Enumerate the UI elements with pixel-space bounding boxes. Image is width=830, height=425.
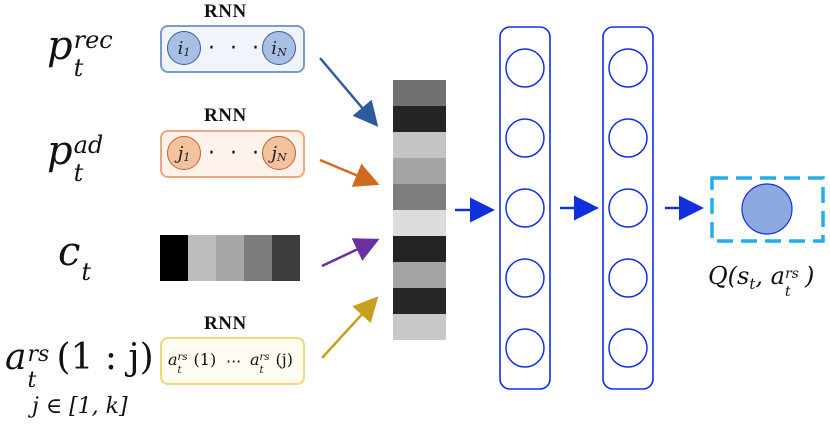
state-cell [393, 158, 446, 184]
rnn-title-ad: RNN [204, 105, 247, 126]
state-cell [393, 106, 446, 132]
label-context-sub: t [81, 258, 92, 286]
state-cell [393, 262, 446, 288]
context-cell [216, 235, 244, 281]
context-cell [244, 235, 272, 281]
arrow-rs-to-state [321, 296, 379, 359]
hidden-neuron [505, 258, 545, 298]
rnn-title-rec: RNN [204, 1, 247, 22]
output-dashed-box [710, 176, 825, 243]
label-p-rec: p rec t [47, 23, 113, 82]
label-a-rs-sub: t [27, 368, 37, 393]
label-p-rec-sub: t [73, 54, 84, 82]
state-cell [393, 132, 446, 158]
hidden-neuron [608, 258, 648, 298]
label-p-rec-sup: rec [73, 26, 113, 54]
state-cell [393, 80, 446, 106]
hidden-neuron [505, 48, 545, 88]
context-cell [272, 235, 300, 281]
state-cell [393, 288, 446, 314]
context-feature-strip [160, 235, 300, 281]
rnn-title-rs: RNN [204, 313, 247, 334]
hidden-neuron [505, 118, 545, 158]
hidden-layer-1 [499, 26, 551, 390]
label-a-rs-arg: (1 : j) [56, 337, 154, 378]
label-p-ad: p ad t [47, 128, 104, 187]
label-j-range: j ∈ [1, k] [32, 394, 128, 419]
context-cell [160, 235, 188, 281]
state-cell [393, 210, 446, 236]
rnn-rec-dots: · · · [208, 36, 263, 61]
output-node [741, 183, 793, 235]
state-vector [393, 80, 446, 340]
arrow-rec-to-state [319, 57, 379, 127]
hidden-layer-2 [602, 26, 654, 390]
hidden-neuron [608, 328, 648, 368]
hidden-neuron [608, 48, 648, 88]
rnn-ad-dots: · · · [208, 141, 263, 166]
label-p-ad-sub: t [73, 159, 84, 187]
hidden-neuron [608, 118, 648, 158]
label-p-ad-sup: ad [73, 131, 104, 159]
hidden-neuron [608, 188, 648, 228]
hidden-neuron [505, 188, 545, 228]
label-a-rs-sup: rs [27, 342, 50, 367]
hidden-neuron [505, 328, 545, 368]
context-cell [188, 235, 216, 281]
state-cell [393, 314, 446, 340]
label-a-rs: a rs t (1 : j) [5, 337, 154, 393]
rnn-rs-dots: ··· [226, 352, 242, 371]
arrow-ad-to-state [319, 158, 380, 187]
label-context: c t [58, 229, 92, 286]
state-cell [393, 184, 446, 210]
state-cell [393, 236, 446, 262]
arrow-context-to-state [321, 238, 380, 268]
